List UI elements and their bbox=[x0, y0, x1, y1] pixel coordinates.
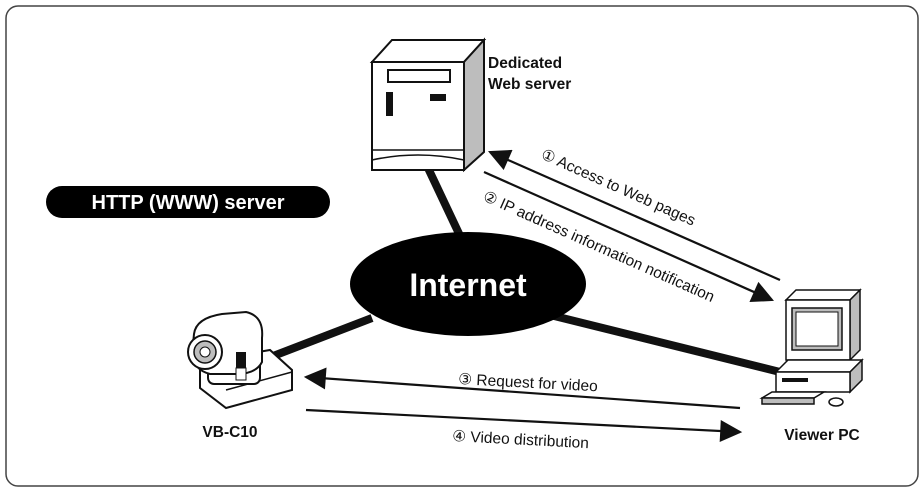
arrow-request-video bbox=[303, 367, 741, 410]
server-label-line1: Dedicated bbox=[488, 55, 562, 72]
network-camera-icon bbox=[187, 310, 293, 410]
internet-label: Internet bbox=[409, 267, 527, 303]
http-server-badge-label: HTTP (WWW) server bbox=[92, 192, 285, 214]
viewer-label: Viewer PC bbox=[784, 427, 860, 444]
internet-cloud: Internet bbox=[350, 232, 586, 336]
arrow-ip-notification bbox=[483, 170, 775, 303]
link-server-internet bbox=[424, 166, 466, 242]
http-server-badge: HTTP (WWW) server bbox=[46, 186, 330, 218]
server-label-line2: Web server bbox=[488, 76, 571, 93]
arrow-video-distribution bbox=[305, 408, 743, 442]
flow-arrows bbox=[303, 149, 781, 442]
link-camera-internet bbox=[266, 314, 374, 362]
web-server-icon bbox=[369, 37, 487, 173]
link-viewer-internet bbox=[529, 306, 781, 376]
desktop-pc-icon bbox=[759, 288, 864, 407]
network-links bbox=[266, 166, 781, 376]
camera-label: VB-C10 bbox=[202, 424, 257, 441]
arrow-access-web-pages bbox=[487, 149, 781, 282]
